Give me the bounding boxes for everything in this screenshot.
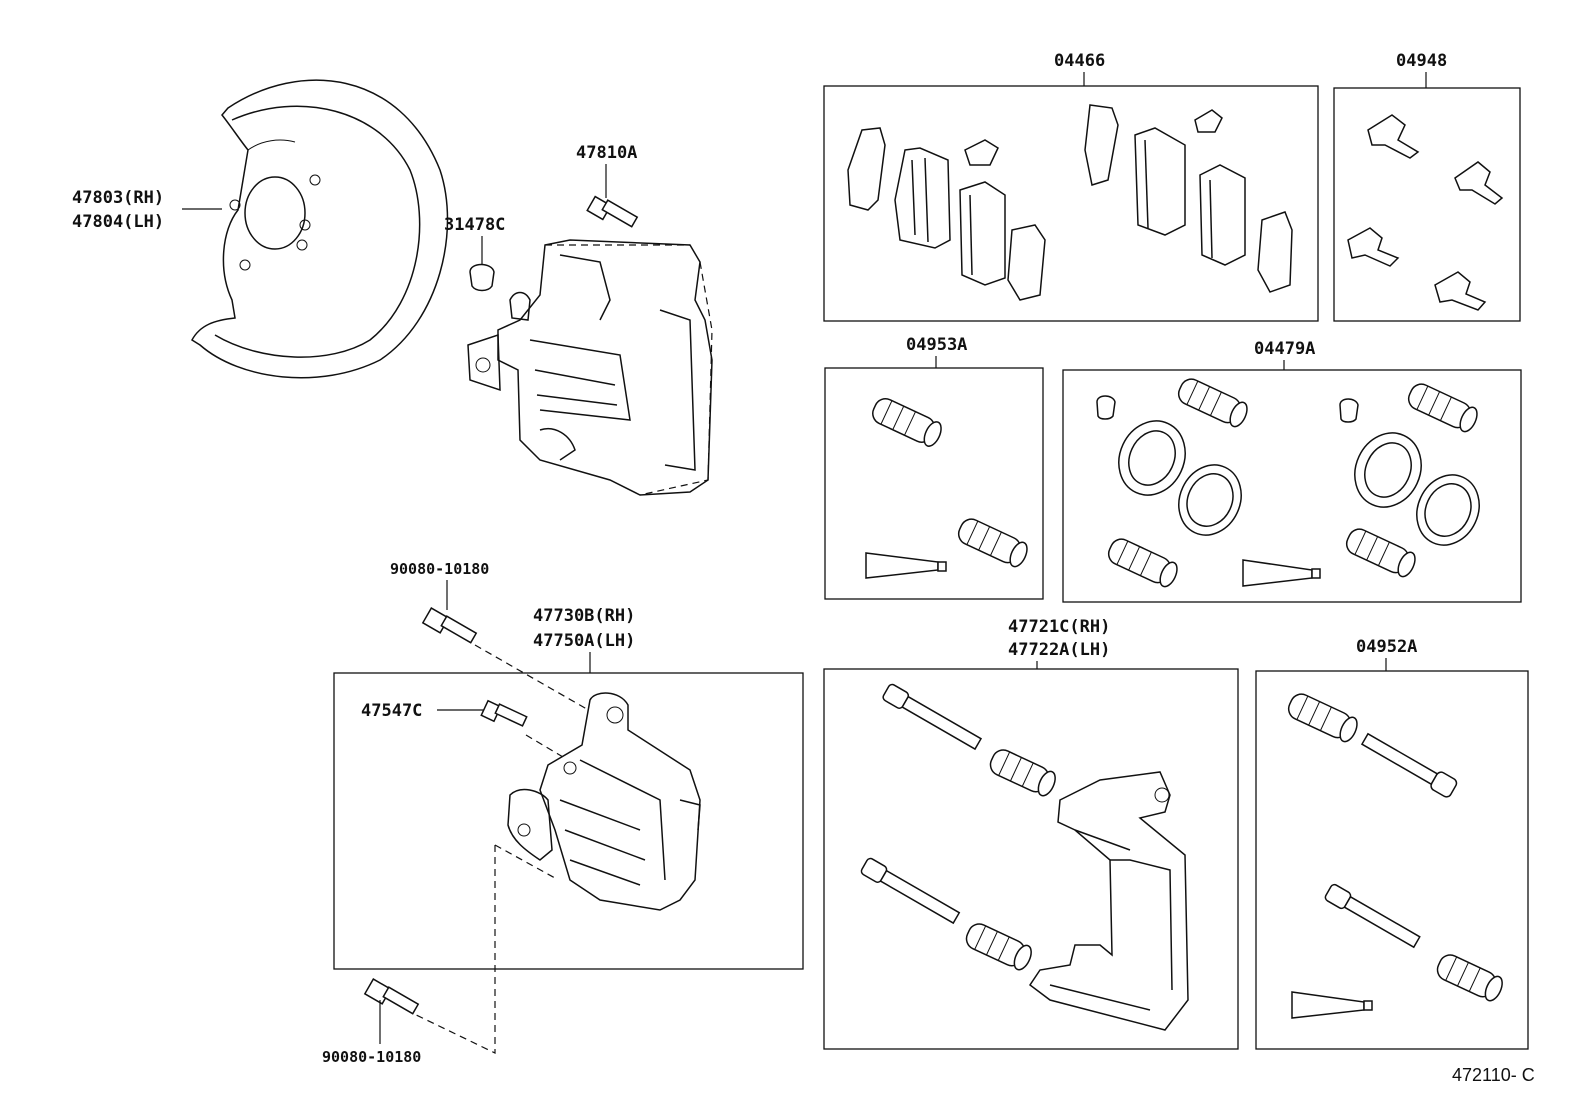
- label-boot-kit-04953a: 04953A: [906, 335, 967, 355]
- caliper-body: [507, 692, 701, 911]
- label-pad-kit: 04466: [1054, 51, 1105, 71]
- label-cylinder-kit: 04479A: [1254, 339, 1315, 359]
- mounting-parts: [860, 683, 1189, 1031]
- bleeder-plug: [480, 699, 528, 727]
- bolt-47810a: [586, 195, 639, 228]
- caliper-box: [333, 672, 804, 970]
- anti-squeal-clips: [1347, 114, 1504, 311]
- cylinder-kit-parts: [1096, 378, 1480, 588]
- mounting-box: [823, 668, 1239, 1050]
- diagram-reference: 472110- C: [1452, 1065, 1535, 1085]
- bolt-top: [421, 607, 478, 644]
- label-mounting-lh: 47722A(LH): [1008, 640, 1110, 660]
- boot-kit-04952a-parts: [1287, 693, 1503, 1019]
- cap-31478c: [469, 263, 495, 292]
- label-bolt-top: 90080-10180: [390, 560, 489, 578]
- caliper-assembly-top: [467, 239, 713, 496]
- cylinder-kit-box: [1062, 369, 1522, 603]
- boot-kit-04952a-box: [1255, 670, 1529, 1050]
- label-bleeder-plug: 47547C: [361, 701, 422, 721]
- label-caliper-lh: 47750A(LH): [533, 631, 635, 651]
- bolt-bottom: [363, 978, 420, 1015]
- label-mounting-rh: 47721C(RH): [1008, 617, 1110, 637]
- pad-kit-parts: [847, 104, 1293, 301]
- label-backing-plate-rh: 47803(RH): [72, 188, 164, 208]
- label-cap-31478c: 31478C: [444, 215, 505, 235]
- boot-kit-04953a-box: [824, 367, 1044, 600]
- label-boot-kit-04952a: 04952A: [1356, 637, 1417, 657]
- boot-kit-04953a-parts: [865, 398, 1028, 579]
- label-anti-squeal-kit: 04948: [1396, 51, 1447, 71]
- label-bolt-47810a: 47810A: [576, 143, 637, 163]
- anti-squeal-kit-box: [1333, 87, 1521, 322]
- label-bolt-bottom: 90080-10180: [322, 1048, 421, 1066]
- label-backing-plate-lh: 47804(LH): [72, 212, 164, 232]
- backing-plate: [191, 79, 449, 379]
- label-caliper-rh: 47730B(RH): [533, 606, 635, 626]
- pad-kit-box: [823, 85, 1319, 322]
